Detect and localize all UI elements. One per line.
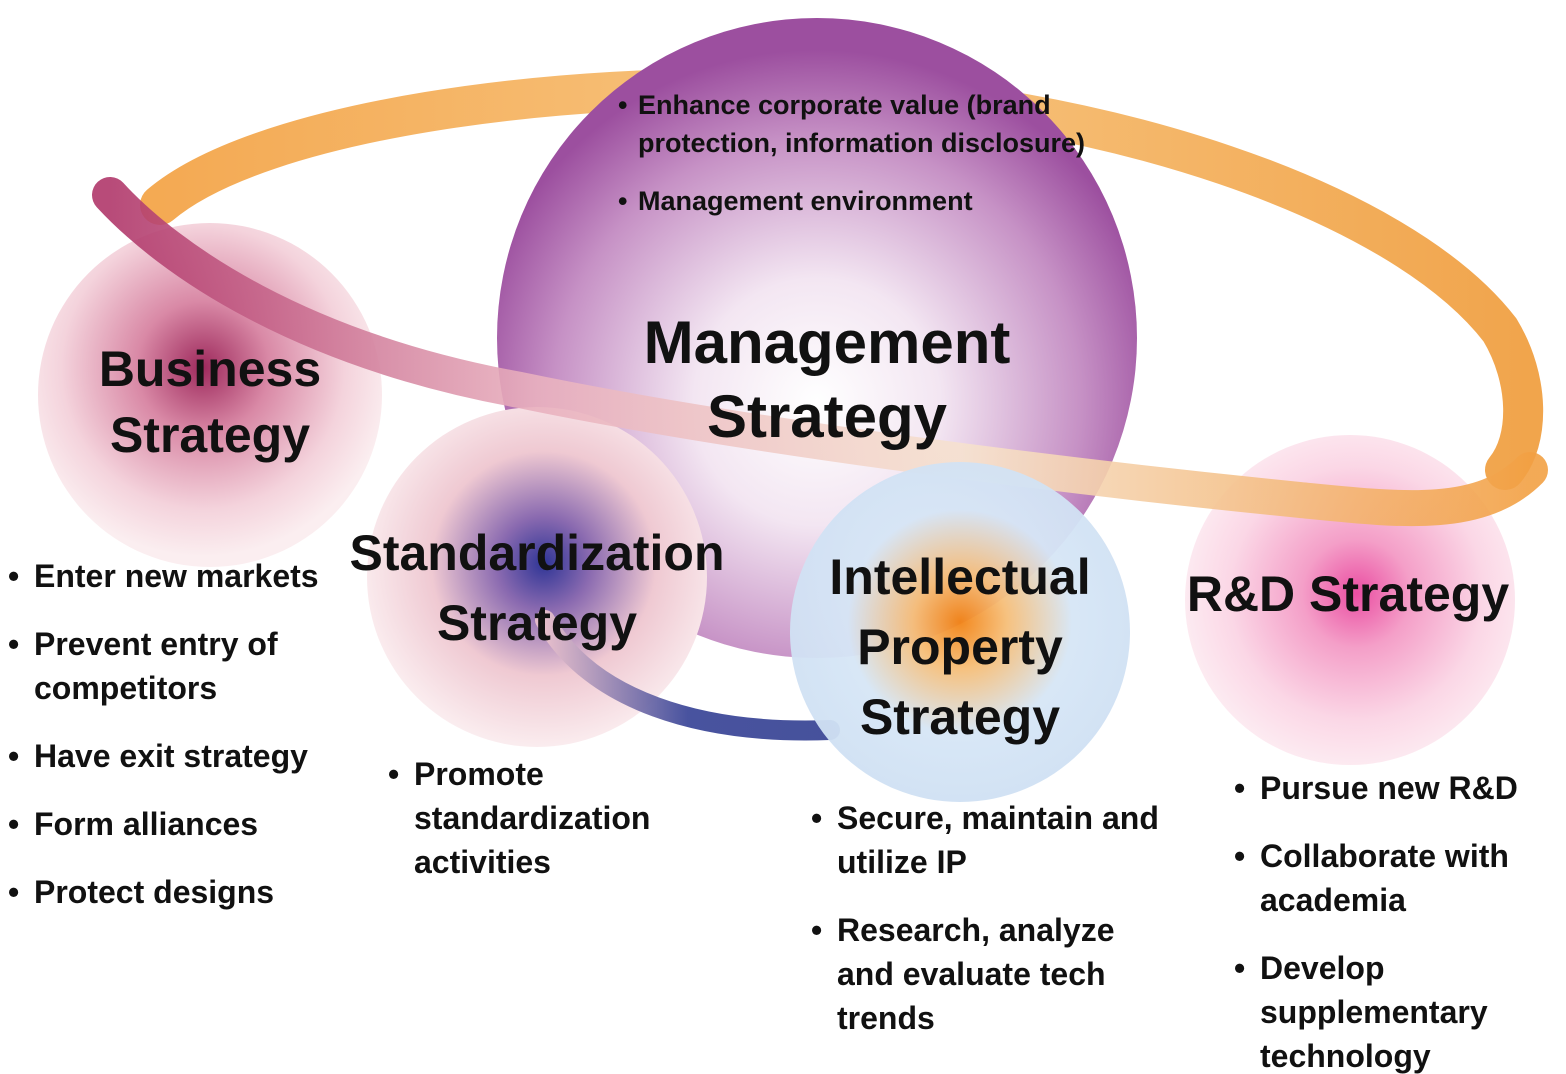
ip-title-line: Strategy <box>859 689 1061 745</box>
business-bullet: Prevent entry of competitors <box>8 622 368 710</box>
ip-sphere <box>790 462 1130 802</box>
ip-title-line: Property <box>857 619 1063 675</box>
standardization-bullets: Promote standardization activities <box>388 752 698 908</box>
management-title-line: Strategy <box>706 383 948 450</box>
ip-bullets: Secure, maintain and utilize IP Research… <box>811 796 1161 1064</box>
ip-bullet: Secure, maintain and utilize IP <box>811 796 1161 884</box>
business-title-line: Business <box>98 341 322 397</box>
business-title: Business Strategy <box>60 336 360 468</box>
management-title-line: Management <box>643 309 1011 376</box>
ring-lower <box>535 610 840 741</box>
standardization-bullet: Promote standardization activities <box>388 752 698 884</box>
ring-front <box>92 177 1548 527</box>
management-bullet: Enhance corporate value (brand protectio… <box>618 86 1118 162</box>
rnd-bullet: Pursue new R&D <box>1234 766 1564 810</box>
standardization-sphere <box>367 407 707 747</box>
business-bullet: Protect designs <box>8 870 368 914</box>
standardization-title-line: Strategy <box>436 595 638 651</box>
rnd-bullets: Pursue new R&D Collaborate with academia… <box>1234 766 1564 1074</box>
rnd-bullet: Develop supplementary technology <box>1234 946 1564 1074</box>
business-bullet: Have exit strategy <box>8 734 368 778</box>
business-bullet: Enter new markets <box>8 554 368 598</box>
management-title: Management Strategy <box>577 306 1077 454</box>
management-bullets: Enhance corporate value (brand protectio… <box>618 86 1118 240</box>
business-bullet: Form alliances <box>8 802 368 846</box>
rnd-bullet: Collaborate with academia <box>1234 834 1564 922</box>
rnd-title: R&D Strategy <box>1150 564 1546 624</box>
rnd-title-line: R&D Strategy <box>1186 566 1510 622</box>
ip-title-line: Intellectual <box>829 549 1091 605</box>
ip-title: Intellectual Property Strategy <box>800 542 1120 752</box>
management-bullet: Management environment <box>618 182 1118 220</box>
ip-bullet: Research, analyze and evaluate tech tren… <box>811 908 1161 1040</box>
standardization-title-line: Standardization <box>349 525 725 581</box>
business-bullets: Enter new markets Prevent entry of compe… <box>8 554 368 938</box>
standardization-title: Standardization Strategy <box>315 518 759 658</box>
business-title-line: Strategy <box>109 407 311 463</box>
